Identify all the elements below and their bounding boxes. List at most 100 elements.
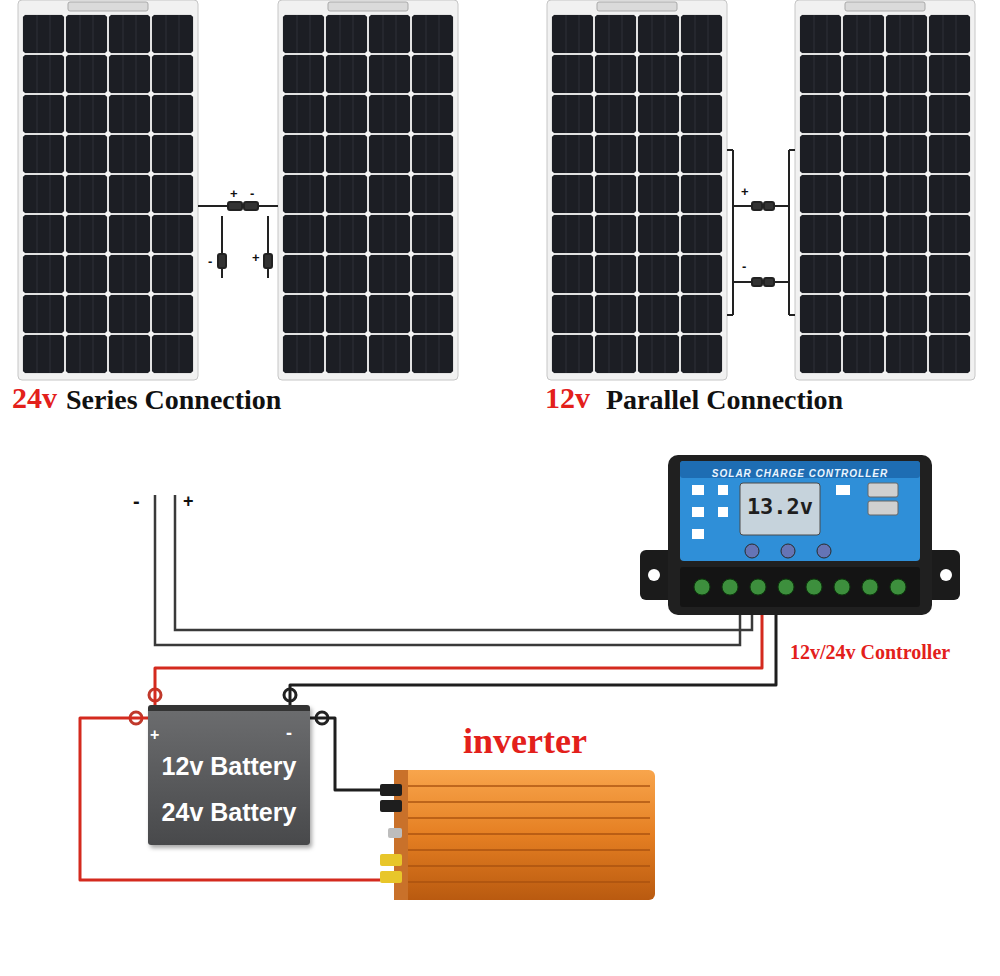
controller-body-part xyxy=(868,483,898,497)
polarity-mark: + xyxy=(741,185,749,199)
solar-panel-part xyxy=(18,0,198,380)
controller-body-part xyxy=(718,485,728,495)
parallel-connector xyxy=(727,150,795,315)
polarity-mark: - xyxy=(133,490,140,512)
inverter-body-part xyxy=(388,828,402,838)
solar-panel xyxy=(278,0,458,380)
series-connector xyxy=(198,202,278,278)
text-slot: 13.2v xyxy=(740,495,820,519)
series-connector-part xyxy=(244,202,258,210)
battery-label: 12v Battery xyxy=(162,753,297,781)
controller-body-part xyxy=(722,579,738,595)
controller-body-part xyxy=(680,461,920,478)
panel-title: SOLAR CHARGE CONTROLLER xyxy=(712,468,888,479)
solar-panel-part xyxy=(282,14,454,374)
text-slot: Parallel Connection xyxy=(606,385,843,416)
series-connector-part xyxy=(228,202,242,210)
controller-body-part xyxy=(745,544,759,558)
solar-panel-part xyxy=(22,14,194,374)
solar-panel-part xyxy=(547,0,727,380)
controller-body-part xyxy=(648,569,660,581)
device-label: 12v/24v Controller xyxy=(790,641,950,663)
controller-body-part xyxy=(817,544,831,558)
inverter-body-part xyxy=(380,800,402,812)
solar-panel-part xyxy=(278,0,458,380)
solar-panel-part xyxy=(799,14,971,374)
controller-body-part xyxy=(836,485,850,495)
text-slot: - xyxy=(133,490,140,512)
voltage-label: 12v xyxy=(545,381,590,414)
parallel-connector-part xyxy=(789,314,795,316)
controller-body-part xyxy=(692,507,704,517)
battery-label: 24v Battery xyxy=(162,799,297,827)
wire xyxy=(155,615,762,705)
controller-body-part xyxy=(940,569,952,581)
series-connector-part xyxy=(258,205,278,207)
inverter-body-part xyxy=(380,854,402,866)
controller-body-part xyxy=(862,579,878,595)
polarity-mark: + xyxy=(230,187,238,201)
text-slot: - xyxy=(742,257,746,275)
inverter-body-part-part xyxy=(406,817,650,819)
solar-panel-part xyxy=(328,2,408,11)
solar-panel-part xyxy=(597,2,677,11)
series-connector-part xyxy=(198,205,228,207)
text-slot: - xyxy=(286,724,292,744)
controller-body-part xyxy=(668,455,932,615)
text-slot: Series Connection xyxy=(66,385,281,416)
parallel-connector-part xyxy=(764,202,774,210)
voltage-label: 24v xyxy=(12,381,57,414)
inverter: inverter xyxy=(380,770,655,900)
text-slot: - xyxy=(208,252,212,270)
parallel-connector-part xyxy=(752,278,762,286)
controller-body-part xyxy=(890,579,906,595)
solar-panel-part xyxy=(795,0,975,380)
solar-panel-part xyxy=(845,2,925,11)
text-slot: 12v Battery xyxy=(148,753,310,781)
text-slot: 24v xyxy=(12,381,57,414)
text-slot: - xyxy=(250,184,254,202)
controller-body-part xyxy=(834,579,850,595)
text-slot: 24v Battery xyxy=(148,799,310,827)
text-slot: SOLAR CHARGE CONTROLLER xyxy=(700,463,900,481)
wire xyxy=(290,615,776,705)
text-slot: inverter xyxy=(450,722,600,762)
solar-panel xyxy=(18,0,198,380)
solar-panel xyxy=(795,0,975,380)
inverter-body-part-part xyxy=(406,785,650,787)
device-label: inverter xyxy=(463,722,587,762)
text-slot: + xyxy=(183,492,194,512)
inverter-body-part-part xyxy=(406,849,650,851)
wire xyxy=(310,718,380,790)
parallel-connector-part xyxy=(788,150,790,315)
controller-body-part xyxy=(781,544,795,558)
polarity-mark: + xyxy=(252,251,260,265)
parallel-connector-part xyxy=(732,150,734,315)
caption: Series Connection xyxy=(66,385,281,416)
solar-panel-part xyxy=(551,14,723,374)
inverter-body-part-part xyxy=(406,865,650,867)
panel-lead-part xyxy=(175,495,752,630)
parallel-connector-part xyxy=(752,202,762,210)
text-slot: + xyxy=(230,184,238,202)
controller-body-part xyxy=(694,579,710,595)
text-slot: + xyxy=(150,726,159,744)
inverter-body-part-part xyxy=(406,881,650,883)
controller-body-part xyxy=(806,579,822,595)
controller-body-part xyxy=(740,483,820,535)
text-slot: + xyxy=(252,248,260,266)
inverter-body-part xyxy=(406,786,650,882)
controller-body-part xyxy=(750,579,766,595)
caption: Parallel Connection xyxy=(606,385,843,416)
polarity-mark: - xyxy=(286,724,292,744)
series-connector-part xyxy=(218,254,226,268)
controller-body-part xyxy=(868,501,898,515)
polarity-mark: - xyxy=(742,260,746,274)
series-connector-part xyxy=(264,254,272,268)
charge-controller: SOLAR CHARGE CONTROLLER13.2v12v/24v Cont… xyxy=(640,455,960,615)
parallel-connector-part xyxy=(727,314,733,316)
lcd-reading: 13.2v xyxy=(747,495,813,519)
panel-lead-part xyxy=(155,495,740,645)
polarity-mark: + xyxy=(183,492,194,512)
